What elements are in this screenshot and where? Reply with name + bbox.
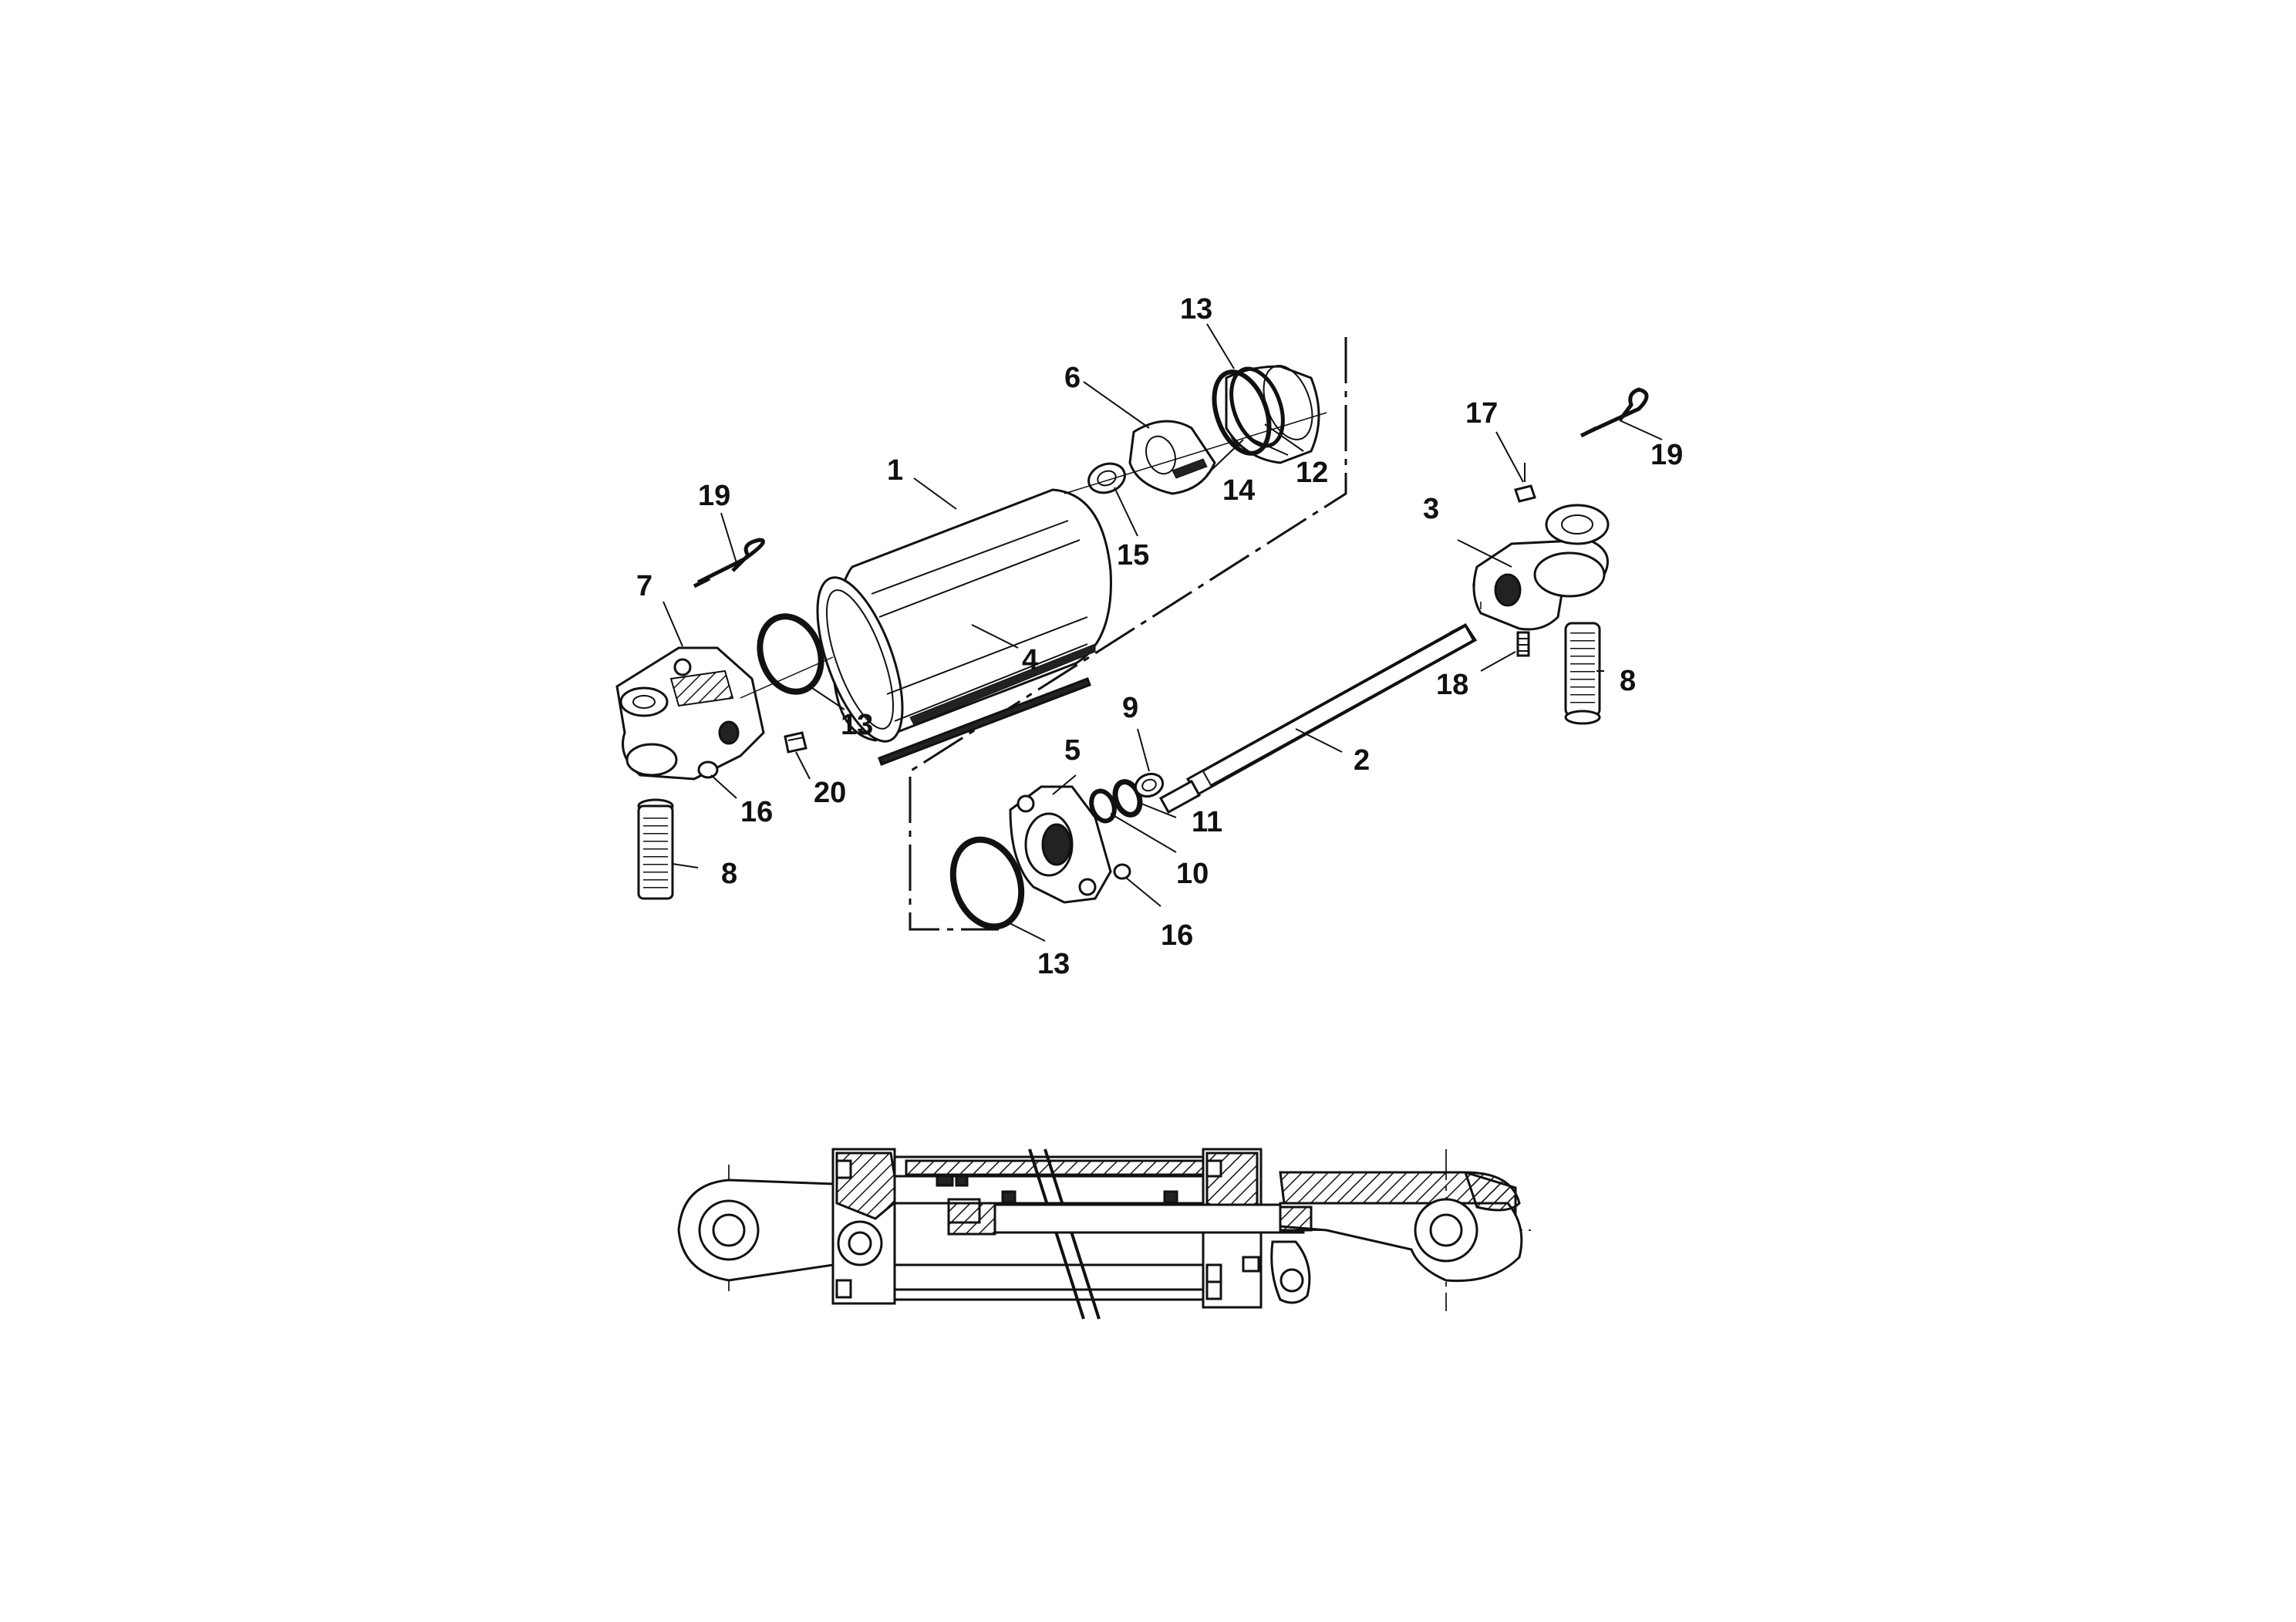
callout-3: 3	[1423, 493, 1439, 525]
callout-4: 4	[1022, 644, 1038, 676]
part-15-nut	[1087, 462, 1126, 494]
part-17-grease-nipple	[1514, 463, 1536, 503]
part-3-rod-clevis	[1472, 504, 1610, 631]
part-13-o-ring-left	[757, 613, 824, 695]
rod-eye	[1279, 1171, 1523, 1283]
callout-13-left: 13	[841, 709, 873, 741]
callout-13-bottom: 13	[1037, 948, 1070, 980]
part-8-pin-left	[637, 798, 674, 900]
cylinder-tube-section	[893, 1155, 1240, 1301]
callout-8-left: 8	[721, 858, 737, 890]
callout-2: 2	[1354, 744, 1370, 777]
callout-11: 11	[1192, 806, 1222, 838]
callout-6: 6	[1064, 362, 1081, 394]
callout-12: 12	[1296, 457, 1328, 489]
callout-20: 20	[814, 777, 846, 809]
callout-17: 17	[1465, 397, 1498, 430]
assembled-section-view	[677, 1148, 1531, 1320]
part-13-o-ring-bottom	[949, 836, 1025, 930]
base-eye	[677, 1179, 865, 1282]
part-1-cylinder-tube	[816, 488, 1112, 743]
part-8-pin-right	[1564, 622, 1601, 725]
part-7-base-end-cap	[615, 646, 765, 781]
part-16-plug-right	[1113, 863, 1131, 880]
callout-19-left: 19	[698, 480, 730, 512]
part-2-piston-rod	[1158, 623, 1478, 814]
rod-adjuster	[1270, 1240, 1311, 1304]
part-20-set-screw	[784, 731, 807, 754]
callout-16-right: 16	[1161, 919, 1193, 952]
callout-16-left: 16	[740, 796, 773, 828]
callout-14: 14	[1222, 474, 1255, 507]
callout-7: 7	[636, 570, 652, 602]
callout-labels: 1 2 3 4 5 6 7 8 8 9 10 11 12 13 13 13 14…	[636, 293, 1683, 980]
part-9-wiper-ring	[1134, 772, 1165, 798]
callout-15: 15	[1117, 539, 1149, 572]
callout-8-right: 8	[1620, 665, 1636, 697]
assembly-outline	[909, 337, 1347, 931]
leader-lines	[663, 323, 1663, 942]
part-19-r-clip-right	[1580, 387, 1649, 438]
callout-5: 5	[1064, 734, 1081, 767]
part-18-bolt	[1516, 631, 1530, 657]
callout-18: 18	[1436, 669, 1468, 701]
part-16-plug-left	[697, 760, 719, 779]
callout-10: 10	[1176, 858, 1209, 890]
callout-1: 1	[887, 454, 903, 487]
part-10-rod-seal	[1089, 788, 1117, 824]
part-6-piston	[1128, 420, 1216, 495]
break-lines	[1028, 1148, 1101, 1320]
callout-9: 9	[1122, 692, 1138, 724]
part-19-r-clip-left	[693, 538, 765, 588]
exploded-view: 1 2 3 4 5 6 7 8 8 9 10 11 12 13 13 13 14…	[615, 293, 1683, 980]
part-5-rod-end-head	[1009, 785, 1112, 904]
callout-19-right: 19	[1650, 439, 1683, 471]
part-12-piston-seals	[1212, 365, 1320, 464]
callout-13-top: 13	[1180, 293, 1212, 325]
piston-rod-section	[993, 1203, 1305, 1234]
part-4-tie-rod	[878, 677, 1091, 766]
